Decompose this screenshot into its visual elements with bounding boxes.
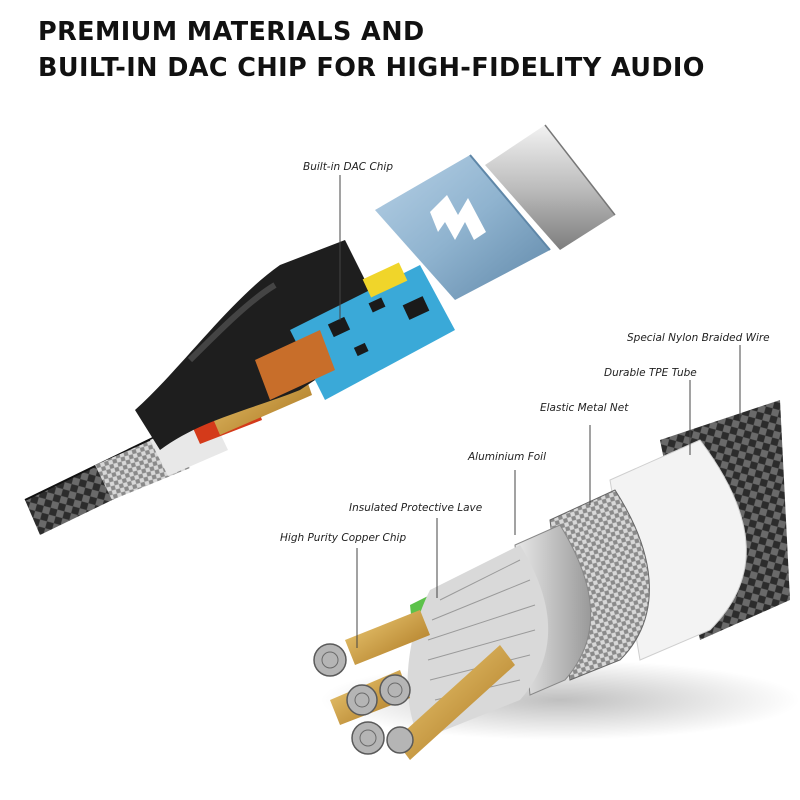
- callout-copper-chip: High Purity Copper Chip: [280, 532, 407, 544]
- usb-c-plug: [485, 125, 615, 250]
- wire-strand-ends: [313, 643, 414, 755]
- usb-c-cable: [24, 124, 616, 535]
- copper-wire-3: [395, 645, 515, 760]
- strain-relief: [135, 240, 390, 450]
- callout-lines: [339, 175, 741, 648]
- copper-wire-1: [345, 610, 430, 665]
- headline-line-1: PREMIUM MATERIALS AND: [38, 17, 425, 47]
- callout-metal-net: Elastic Metal Net: [540, 402, 629, 414]
- connector-housing: [375, 155, 550, 300]
- callout-aluminium-foil: Aluminium Foil: [468, 451, 546, 463]
- cable-cross-section: [313, 400, 800, 760]
- callout-braided-wire: Special Nylon Braided Wire: [627, 332, 770, 344]
- callout-dac-chip: Built-in DAC Chip: [303, 161, 394, 173]
- headline: PREMIUM MATERIALS AND BUILT-IN DAC CHIP …: [38, 14, 778, 86]
- headline-line-2: BUILT-IN DAC CHIP FOR HIGH-FIDELITY AUDI…: [38, 53, 705, 83]
- brand-logo: [430, 195, 486, 240]
- callout-tpe-tube: Durable TPE Tube: [604, 367, 697, 379]
- silver-strand-bundle: [407, 545, 549, 740]
- callout-protective-lave: Insulated Protective Lave: [349, 502, 483, 514]
